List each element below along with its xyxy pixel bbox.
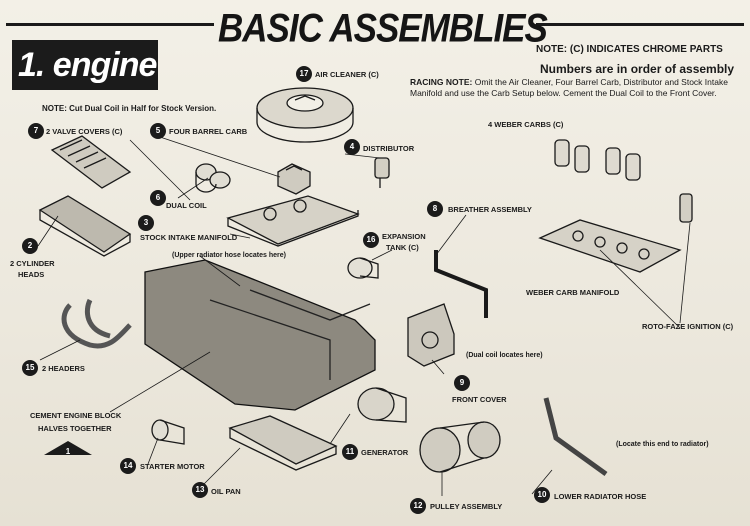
- part-label-starter-motor: STARTER MOTOR: [140, 462, 205, 471]
- header-rule-right: [536, 23, 744, 26]
- part-label-breather: BREATHER ASSEMBLY: [448, 205, 532, 214]
- part-number-badge: 9: [454, 375, 470, 391]
- part-number-badge: 11: [342, 444, 358, 460]
- part-label-expansion-tank: EXPANSION: [382, 232, 426, 241]
- label-weber-carbs: 4 WEBER CARBS (C): [488, 120, 564, 129]
- part-label-expansion-tank-2: TANK (C): [386, 243, 419, 252]
- header-rule-left: [6, 23, 214, 26]
- part-label-air-cleaner: AIR CLEANER (C): [315, 70, 379, 79]
- expansion-tank-drawing: [347, 257, 379, 279]
- oil-pan-drawing: [228, 415, 338, 471]
- part-label-lower-hose: LOWER RADIATOR HOSE: [554, 492, 647, 501]
- dual-coil-note-text: Cut Dual Coil in Half for Stock Version.: [69, 104, 217, 113]
- part-number-badge: 1: [65, 447, 71, 456]
- part-number-badge: 10: [534, 487, 550, 503]
- part-number-badge: 5: [150, 123, 166, 139]
- part-label-cylinder-heads-2: HEADS: [18, 270, 45, 279]
- part-label-headers: 2 HEADERS: [42, 364, 85, 373]
- part-number-badge: 14: [120, 458, 136, 474]
- part-number-badge: 2: [22, 238, 38, 254]
- roto-faze-drawing: [679, 193, 693, 223]
- dual-coil-locate-note: (Dual coil locates here): [466, 352, 543, 359]
- part-number-badge: 8: [427, 201, 443, 217]
- order-note: Numbers are in order of assembly: [540, 62, 735, 76]
- pulley-assembly-drawing: [419, 421, 501, 473]
- cement-note-line1: CEMENT ENGINE BLOCK: [30, 411, 122, 420]
- upper-hose-note: (Upper radiator hose locates here): [172, 252, 286, 259]
- label-roto-faze: ROTO-FAZE IGNITION (C): [642, 322, 734, 331]
- engine-block-drawing: [144, 259, 376, 411]
- page-title: BASIC ASSEMBLIES: [218, 6, 548, 51]
- front-cover-drawing: [407, 303, 455, 367]
- part-label-four-barrel-carb: FOUR BARREL CARB: [169, 127, 248, 136]
- part-number-badge: 15: [22, 360, 38, 376]
- dual-coil-drawing: [195, 163, 231, 193]
- weber-manifold-drawing: [538, 219, 682, 273]
- part-label-cylinder-heads: 2 CYLINDER: [10, 259, 55, 268]
- generator-drawing: [357, 387, 407, 423]
- starter-motor-drawing: [151, 419, 185, 445]
- intake-manifold-drawing: [226, 195, 360, 247]
- dual-coil-note: NOTE: Cut Dual Coil in Half for Stock Ve…: [42, 104, 216, 113]
- part-label-valve-covers: 2 VALVE COVERS (C): [46, 127, 123, 136]
- part-number-badge: 12: [410, 498, 426, 514]
- part-number-badge: 16: [363, 232, 379, 248]
- part-label-oil-pan: OIL PAN: [211, 487, 241, 496]
- part-number-badge: 6: [150, 190, 166, 206]
- chrome-note: NOTE: (C) INDICATES CHROME PARTS: [536, 44, 723, 55]
- part-label-generator: GENERATOR: [361, 448, 409, 457]
- headers-drawing: [61, 298, 132, 349]
- part-number-badge: 13: [192, 482, 208, 498]
- part-number-badge: 17: [296, 66, 312, 82]
- section-heading: 1. engine: [12, 40, 158, 90]
- racing-note-text: Omit the Air Cleaner, Four Barrel Carb, …: [410, 77, 728, 98]
- racing-note-label: RACING NOTE:: [410, 77, 473, 87]
- locate-end-note: (Locate this end to radiator): [616, 441, 709, 448]
- weber-carbs-drawing: [554, 139, 641, 181]
- part-number-badge: 7: [28, 123, 44, 139]
- cement-note-line2: HALVES TOGETHER: [38, 424, 112, 433]
- part-label-intake-manifold: STOCK INTAKE MANIFOLD: [140, 233, 238, 242]
- four-barrel-carb-drawing: [277, 163, 311, 195]
- valve-covers-drawing: [38, 135, 132, 257]
- part-number-badge: 4: [344, 139, 360, 155]
- lower-hose-drawing: [543, 397, 608, 477]
- part-label-pulley: PULLEY ASSEMBLY: [430, 502, 503, 511]
- distributor-drawing: [374, 157, 390, 188]
- part-label-dual-coil: DUAL COIL: [166, 201, 207, 210]
- dual-coil-note-label: NOTE:: [42, 104, 67, 113]
- part-label-front-cover: FRONT COVER: [452, 395, 507, 404]
- up-arrow-icon: [44, 441, 92, 455]
- label-weber-manifold: WEBER CARB MANIFOLD: [526, 288, 620, 297]
- part-number-badge: 3: [138, 215, 154, 231]
- breather-drawing: [434, 250, 488, 318]
- racing-note: RACING NOTE: Omit the Air Cleaner, Four …: [410, 77, 740, 99]
- air-cleaner-drawing: [256, 87, 354, 143]
- part-label-distributor: DISTRIBUTOR: [363, 144, 415, 153]
